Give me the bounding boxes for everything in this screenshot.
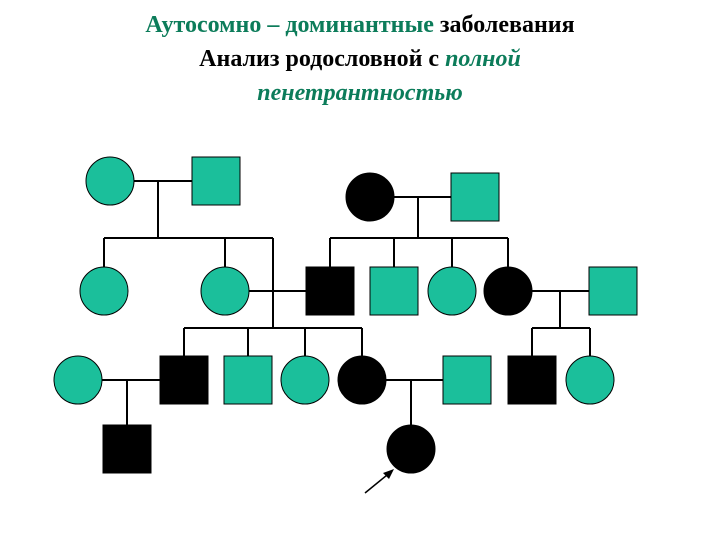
male-healthy-individual [442, 355, 492, 405]
title-accent-italic: полной [445, 46, 521, 72]
male-healthy-individual [450, 172, 500, 222]
title-line-3: пенетрантностью [257, 80, 463, 106]
female-healthy-individual [79, 266, 129, 316]
male-affected-individual [305, 266, 355, 316]
female-affected-individual [386, 424, 436, 474]
female-healthy-individual [565, 355, 615, 405]
male-affected-individual [102, 424, 152, 474]
female-affected-individual [483, 266, 533, 316]
proband-arrow-head [383, 469, 394, 479]
slide-title: Аутосомно – доминантные заболевания Анал… [0, 8, 720, 110]
female-healthy-individual [200, 266, 250, 316]
male-healthy-individual [223, 355, 273, 405]
female-affected-individual [345, 172, 395, 222]
title-text: заболевания [433, 12, 575, 38]
title-line-2: Анализ родословной с полной [0, 42, 720, 76]
female-healthy-individual [85, 156, 135, 206]
title-line-1: Аутосомно – доминантные заболевания [0, 8, 720, 42]
female-healthy-individual [427, 266, 477, 316]
male-healthy-individual [369, 266, 419, 316]
pedigree-individuals [53, 156, 638, 474]
title-text-2: Анализ родословной с [199, 46, 446, 72]
male-healthy-individual [191, 156, 241, 206]
male-affected-individual [159, 355, 209, 405]
male-healthy-individual [588, 266, 638, 316]
female-affected-individual [337, 355, 387, 405]
proband-arrow [364, 469, 394, 494]
male-affected-individual [507, 355, 557, 405]
pedigree-lines [102, 180, 591, 425]
title-accent-text: Аутосомно – доминантные [145, 12, 434, 38]
female-healthy-individual [53, 355, 103, 405]
female-healthy-individual [280, 355, 330, 405]
